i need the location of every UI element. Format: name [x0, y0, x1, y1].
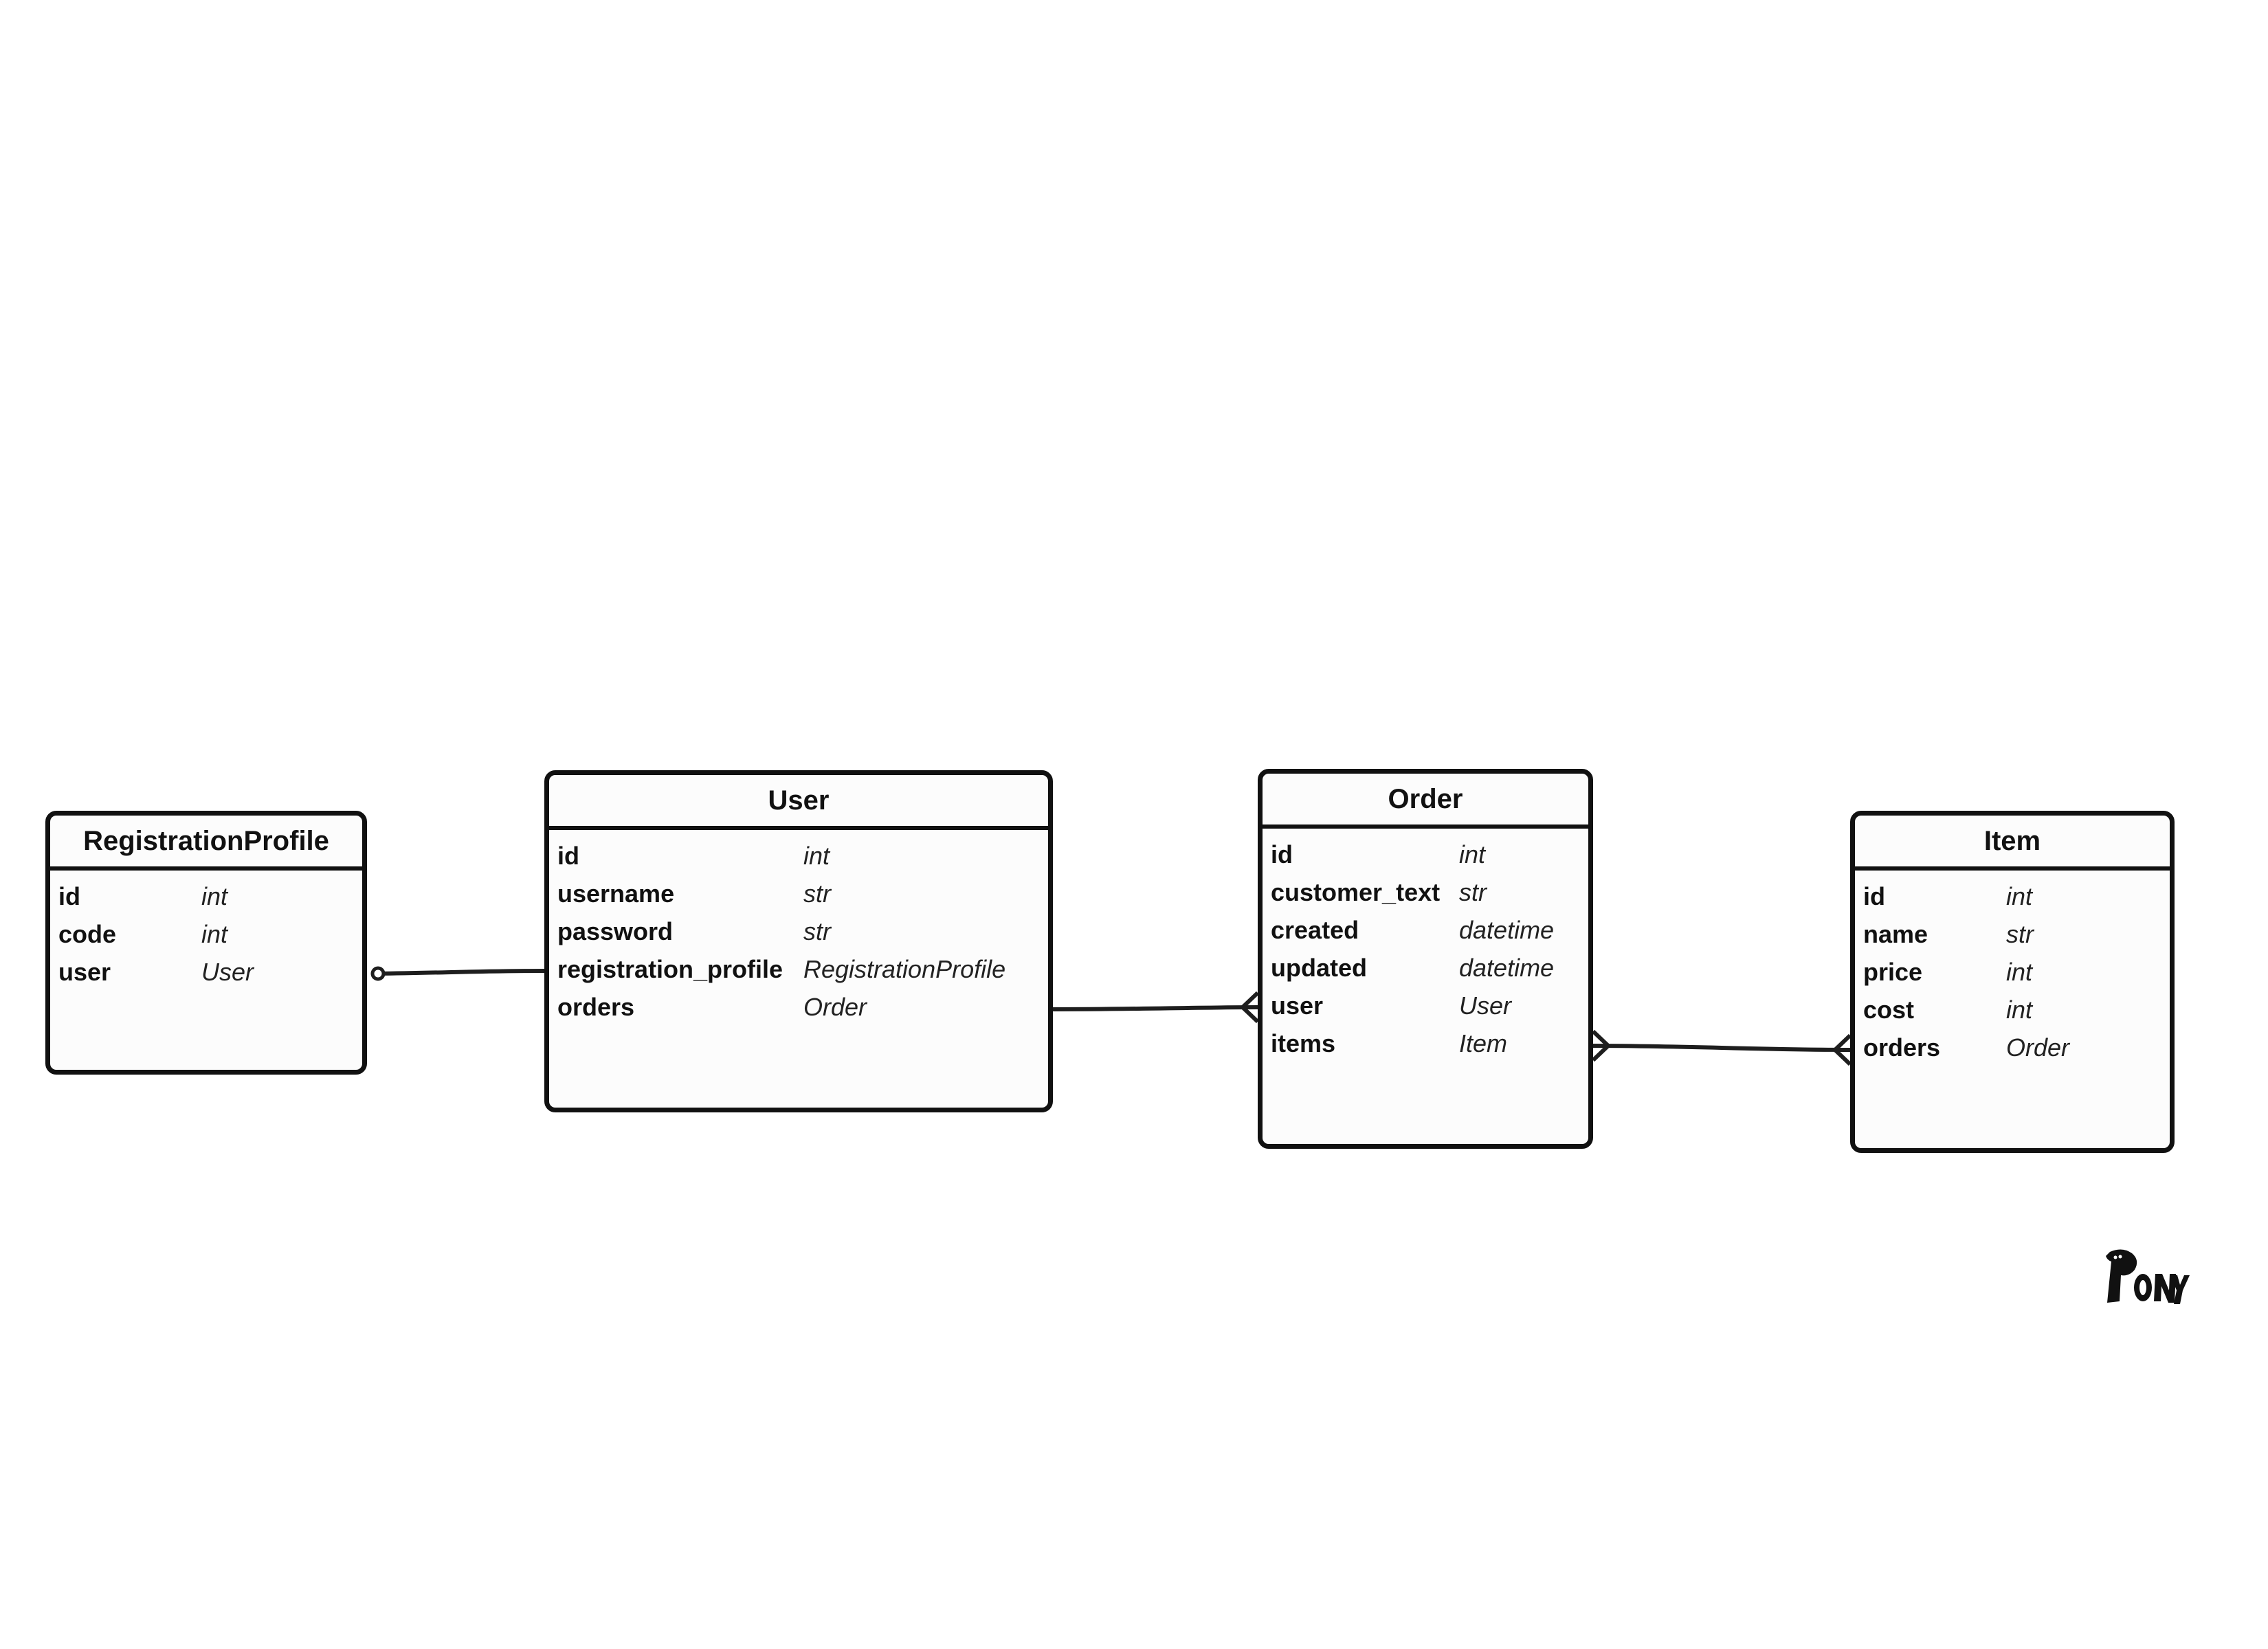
entity-attributes: id int code int user User: [50, 871, 362, 991]
relationship-user-order: [1052, 991, 1260, 1024]
attribute-name: registration_profile: [557, 954, 783, 983]
attribute-type: User: [201, 957, 254, 986]
attribute-row: id int: [58, 877, 354, 915]
attribute-type: datetime: [1459, 953, 1555, 982]
attribute-name: user: [58, 957, 111, 986]
attribute-name: cost: [1863, 995, 1915, 1024]
entity-user[interactable]: User id int username str password str re…: [544, 770, 1053, 1112]
crowfoot-many-marker: [1832, 1033, 1852, 1066]
entity-order[interactable]: Order id int customer_text str created d…: [1258, 769, 1593, 1149]
attribute-row: items Item: [1271, 1024, 1580, 1062]
attribute-name: items: [1271, 1029, 1336, 1057]
attribute-type: str: [803, 917, 831, 945]
logo-eye: [2118, 1255, 2122, 1259]
attribute-name: username: [557, 879, 675, 908]
attribute-row: id int: [557, 837, 1040, 875]
attribute-type: str: [2006, 919, 2034, 948]
attribute-row: name str: [1863, 915, 2161, 953]
attribute-name: orders: [1863, 1033, 1941, 1062]
attribute-type: int: [803, 841, 830, 870]
attribute-row: updated datetime: [1271, 949, 1580, 987]
relationship-registrationprofile-user: [370, 966, 545, 981]
attribute-row: created datetime: [1271, 911, 1580, 949]
attribute-name: created: [1271, 915, 1359, 944]
optional-one-marker: [370, 966, 386, 981]
entity-title: Order: [1263, 774, 1588, 829]
attribute-row: id int: [1271, 835, 1580, 873]
attribute-name: name: [1863, 919, 1928, 948]
entity-item[interactable]: Item id int name str price int cost int …: [1850, 811, 2175, 1153]
logo-o-hole: [2139, 1280, 2146, 1295]
entity-title: Item: [1855, 816, 2170, 871]
attribute-type: User: [1459, 991, 1512, 1020]
relationship-order-item: [1591, 1029, 1852, 1066]
entity-title: RegistrationProfile: [50, 816, 362, 871]
attribute-type: int: [201, 919, 228, 948]
attribute-type: int: [1459, 840, 1486, 868]
logo-p-shape: [2106, 1249, 2137, 1303]
attribute-name: user: [1271, 991, 1324, 1020]
logo-eye: [2113, 1255, 2117, 1259]
entity-registrationprofile[interactable]: RegistrationProfile id int code int user…: [45, 811, 367, 1075]
attribute-name: price: [1863, 957, 1923, 986]
attribute-name: orders: [557, 992, 635, 1021]
attribute-type: Item: [1459, 1029, 1508, 1057]
attribute-type: RegistrationProfile: [803, 954, 1006, 983]
attribute-row: orders Order: [557, 988, 1040, 1026]
attribute-type: str: [803, 879, 831, 908]
attribute-row: customer_text str: [1271, 873, 1580, 911]
entity-attributes: id int customer_text str created datetim…: [1263, 829, 1588, 1062]
relationship-line: [1592, 1044, 1851, 1052]
attribute-row: password str: [557, 912, 1040, 950]
attribute-row: registration_profile RegistrationProfile: [557, 950, 1040, 988]
attribute-row: username str: [557, 875, 1040, 912]
relationship-line: [378, 969, 545, 976]
attribute-row: code int: [58, 915, 354, 953]
logo-n-shape: [2154, 1274, 2176, 1303]
attribute-row: cost int: [1863, 991, 2161, 1029]
attribute-name: password: [557, 917, 674, 945]
attribute-name: updated: [1271, 953, 1367, 982]
logo-y-shape: [2170, 1275, 2190, 1304]
attribute-row: id int: [1863, 877, 2161, 915]
attribute-name: customer_text: [1271, 877, 1441, 906]
attribute-row: user User: [1271, 987, 1580, 1024]
attribute-name: id: [557, 841, 579, 870]
attribute-row: orders Order: [1863, 1029, 2161, 1066]
attribute-row: user User: [58, 953, 354, 991]
pony-logo[interactable]: [2102, 1245, 2191, 1307]
relationship-line: [1052, 1005, 1258, 1011]
attribute-name: id: [1863, 882, 1885, 910]
attribute-type: int: [2006, 995, 2033, 1024]
crowfoot-many-marker: [1591, 1029, 1612, 1062]
attribute-type: int: [2006, 882, 2033, 910]
attribute-name: code: [58, 919, 117, 948]
attribute-type: str: [1459, 877, 1487, 906]
attribute-row: price int: [1863, 953, 2161, 991]
entity-attributes: id int name str price int cost int order…: [1855, 871, 2170, 1066]
attribute-type: datetime: [1459, 915, 1555, 944]
attribute-type: int: [201, 882, 228, 910]
attribute-name: id: [1271, 840, 1293, 868]
attribute-type: int: [2006, 957, 2033, 986]
attribute-type: Order: [803, 992, 867, 1021]
attribute-name: id: [58, 882, 80, 910]
entity-attributes: id int username str password str registr…: [549, 830, 1048, 1026]
entity-title: User: [549, 775, 1048, 830]
attribute-type: Order: [2006, 1033, 2070, 1062]
crowfoot-many-marker: [1239, 991, 1260, 1024]
